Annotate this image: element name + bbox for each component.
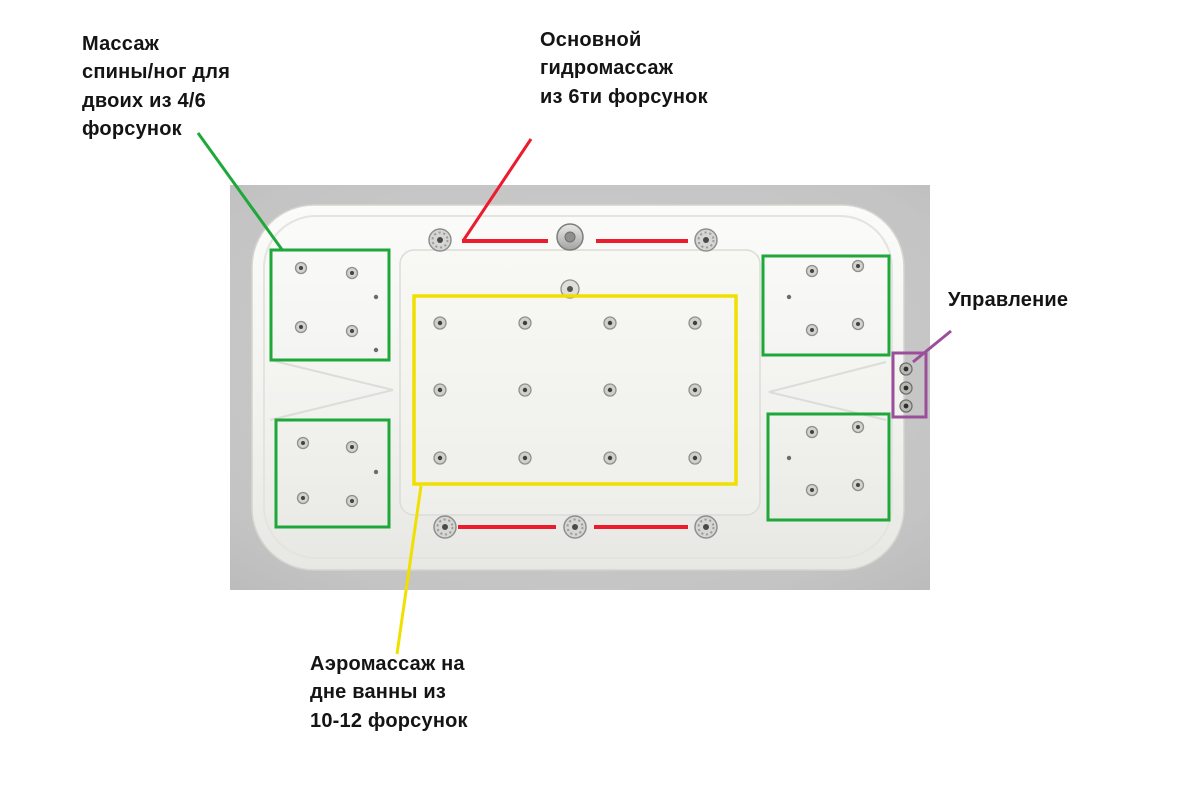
- pointer-back-massage: [196, 132, 285, 252]
- pointer-main-hydro: [461, 138, 533, 242]
- hydro-jet-icon: [694, 228, 718, 252]
- right-seat-crease: [768, 361, 887, 421]
- highlight-back-massage-right-top: [761, 254, 891, 357]
- hydro-jet-icon: [563, 515, 587, 539]
- highlight-back-massage-right-bottom: [766, 412, 891, 522]
- label-main-hydromassage: Основной гидромассаж из 6ти форсунок: [540, 29, 708, 108]
- label-control: Управление: [948, 289, 1069, 311]
- highlight-control: [891, 351, 928, 419]
- hydro-jet-icon: [694, 515, 718, 539]
- overflow-fitting-icon: [556, 223, 584, 251]
- pointer-aero-massage: [395, 485, 423, 655]
- highlight-back-massage-left-top: [269, 248, 391, 362]
- highlight-back-massage-left-bottom: [274, 418, 391, 529]
- pointer-control: [912, 329, 952, 364]
- label-back-massage: Массаж спины/ног для двоих из 4/6 форсун…: [82, 33, 231, 141]
- highlight-aero-massage: [412, 294, 738, 486]
- bathtub-floor: [399, 249, 761, 516]
- drain-fitting-icon: [560, 279, 580, 299]
- left-seat-crease: [269, 359, 394, 421]
- label-aero-massage: Аэромассаж на дне ванны из 10-12 форсуно…: [310, 653, 468, 732]
- hydro-jet-icon: [428, 228, 452, 252]
- control-panel: [899, 362, 913, 413]
- hydro-jet-icon: [433, 515, 457, 539]
